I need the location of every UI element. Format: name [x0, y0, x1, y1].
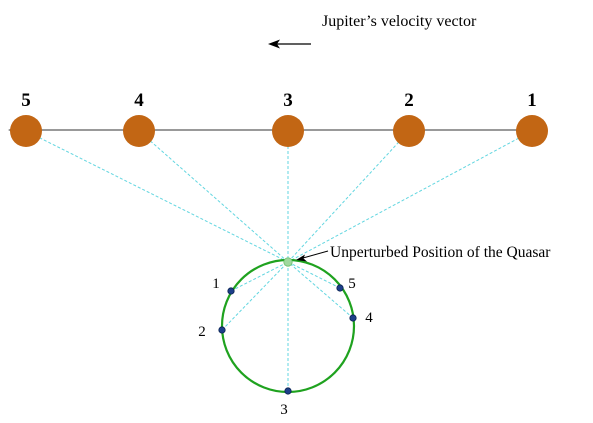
sight-line-quasar-1 — [230, 261, 289, 292]
jupiter-path-line — [8, 127, 530, 133]
quasar-point-2 — [218, 326, 226, 334]
quasar-position-label-5: 5 — [348, 276, 356, 292]
quasar-points — [218, 284, 357, 395]
quasar-position-labels: 1 2 3 4 5 — [198, 276, 373, 418]
jupiter-discs — [10, 115, 548, 147]
jupiter-position-label-4: 4 — [134, 90, 144, 111]
quasar-point-1 — [227, 287, 235, 295]
velocity-label: Jupiter’s velocity vector — [322, 13, 477, 30]
jupiter-position-label-2: 2 — [404, 90, 414, 111]
sight-line-jupiter-4 — [138, 130, 289, 263]
jupiter-position-label-1: 1 — [527, 90, 537, 111]
quasar-position-label-2: 2 — [198, 324, 206, 340]
velocity-arrow — [268, 39, 311, 49]
sight-lines — [25, 130, 533, 391]
jupiter-disc-3 — [272, 115, 304, 147]
jupiter-disc-4 — [123, 115, 155, 147]
quasar-position-label-1: 1 — [212, 276, 220, 292]
jupiter-position-labels: 5 4 3 2 1 — [21, 90, 537, 111]
jupiter-disc-1 — [516, 115, 548, 147]
sight-line-quasar-4 — [287, 261, 354, 319]
sight-line-jupiter-2 — [287, 130, 410, 263]
quasar-position-label-3: 3 — [280, 402, 288, 418]
unperturbed-quasar-dot — [283, 257, 293, 267]
sight-line-jupiter-1 — [287, 130, 533, 263]
jupiter-disc-5 — [10, 115, 42, 147]
jupiter-position-label-3: 3 — [283, 90, 293, 111]
jupiter-position-label-5: 5 — [21, 90, 31, 111]
quasar-point-4 — [349, 314, 357, 322]
sight-line-jupiter-5 — [25, 130, 289, 263]
quasar-label-arrow — [296, 250, 329, 262]
sight-line-quasar-2 — [221, 261, 289, 331]
unperturbed-position-label: Unperturbed Position of the Quasar — [330, 244, 551, 261]
quasar-point-5 — [336, 284, 344, 292]
quasar-position-label-4: 4 — [365, 310, 373, 326]
quasar-point-3 — [284, 387, 292, 395]
jupiter-disc-2 — [393, 115, 425, 147]
